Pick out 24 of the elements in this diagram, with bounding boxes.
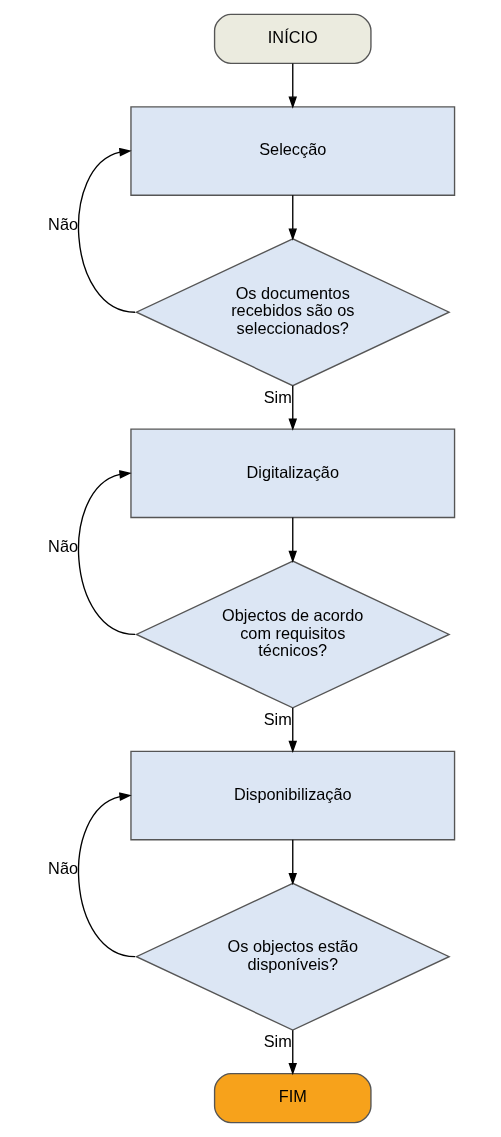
- node-box: Disponibilização: [129, 750, 455, 841]
- arrow: [77, 147, 136, 313]
- node-box: FIM: [213, 1072, 372, 1124]
- node-box: INÍCIO: [213, 13, 372, 65]
- node-box: Digitalização: [129, 428, 455, 519]
- node-box: Selecção: [129, 106, 455, 196]
- arrow: [287, 1029, 297, 1076]
- arrow: [287, 707, 297, 754]
- edge-label: Não: [47, 214, 78, 233]
- edge-label: Sim: [263, 387, 292, 406]
- node-diamond: Os documentos recebidos são os seleccionados?: [134, 238, 451, 387]
- edge-label: Não: [47, 537, 78, 556]
- arrow: [287, 839, 297, 886]
- arrow: [287, 385, 297, 431]
- arrow: [287, 194, 297, 241]
- arrow: [287, 62, 297, 109]
- arrow: [77, 470, 136, 636]
- node-diamond: Objectos de acordo com requisitos técnicos?: [134, 560, 451, 709]
- edge-label: Não: [47, 859, 78, 878]
- arrow: [77, 792, 136, 958]
- node-diamond: Os objectos estão disponíveis?: [134, 882, 451, 1031]
- edge-label: Sim: [263, 710, 292, 729]
- edge-label: Sim: [263, 1032, 292, 1050]
- arrow: [287, 516, 297, 563]
